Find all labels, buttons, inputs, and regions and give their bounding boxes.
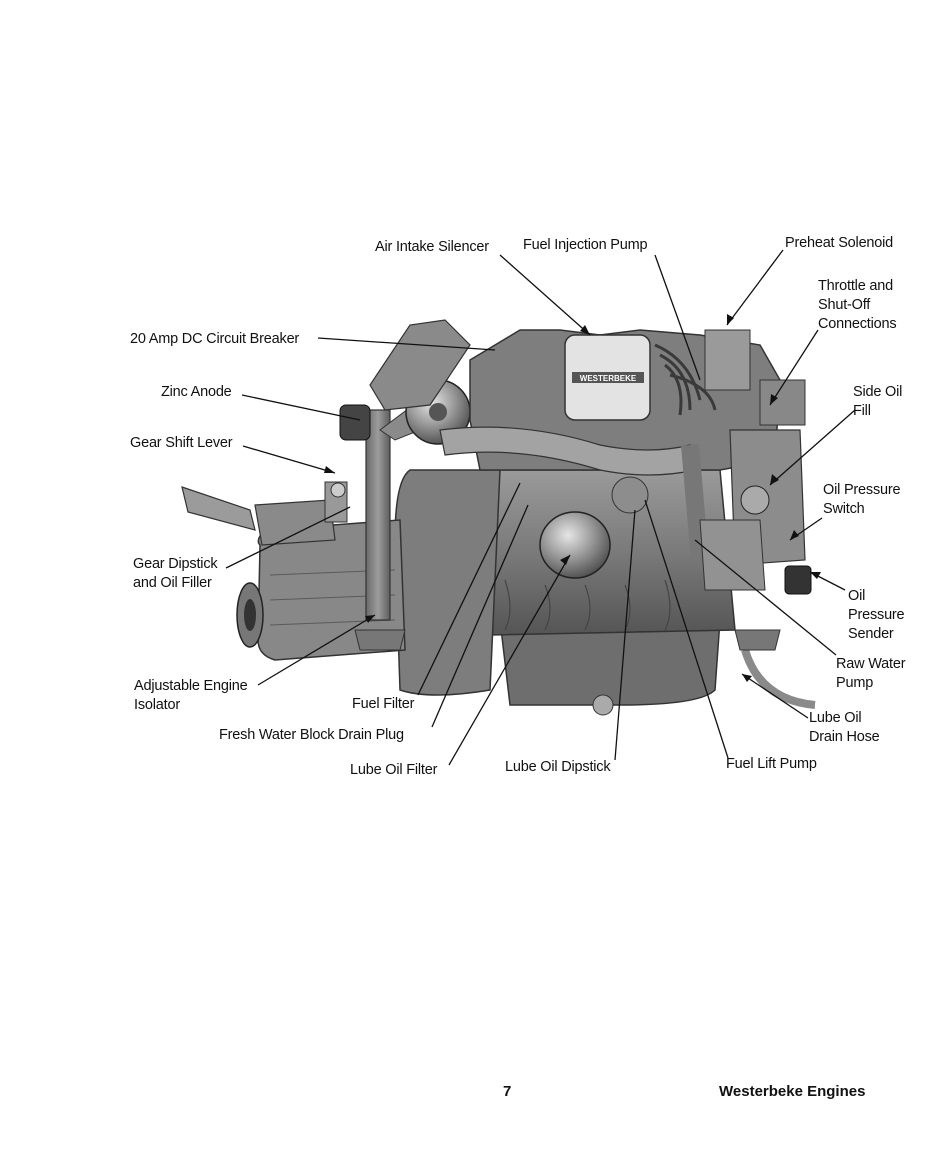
label-sender-line2: Pressure xyxy=(848,607,905,623)
label-side-oil-line1: Side Oil xyxy=(853,384,903,400)
label-side-oil-fill: Side Oil Fill xyxy=(853,383,902,421)
label-oil-pressure-switch: Oil Pressure Switch xyxy=(823,481,901,519)
label-lube-oil-drain-hose: Lube Oil Drain Hose xyxy=(809,709,880,747)
label-ops-line1: Oil Pressure xyxy=(823,482,901,498)
label-gear-dipstick-line1: Gear Dipstick xyxy=(133,556,218,572)
label-raw-water-line2: Pump xyxy=(836,675,874,691)
label-sender-line3: Sender xyxy=(848,626,894,642)
label-throttle-line3: Connections xyxy=(818,316,897,332)
engine-brand-plate: WESTERBEKE xyxy=(580,374,637,383)
label-preheat-solenoid: Preheat Solenoid xyxy=(785,235,894,251)
leader-arrowheads xyxy=(324,314,821,682)
label-throttle-shutoff: Throttle and Shut-Off Connections xyxy=(818,277,897,334)
label-throttle-line2: Shut-Off xyxy=(818,297,871,313)
label-throttle-line1: Throttle and xyxy=(818,278,893,294)
label-gear-dipstick: Gear Dipstick and Oil Filler xyxy=(133,555,218,593)
engine-illustration: WESTERBEKE xyxy=(181,319,816,716)
label-oil-pressure-sender: Oil Pressure Sender xyxy=(848,587,905,644)
label-fuel-injection-pump: Fuel Injection Pump xyxy=(523,237,648,253)
label-drain-hose-line2: Drain Hose xyxy=(809,729,880,745)
label-raw-water-pump: Raw Water Pump xyxy=(836,655,906,693)
label-side-oil-line2: Fill xyxy=(853,403,871,419)
label-sender-line1: Oil xyxy=(848,588,866,604)
label-fuel-lift-pump: Fuel Lift Pump xyxy=(726,756,817,772)
label-ops-line2: Switch xyxy=(823,501,865,517)
label-gear-dipstick-line2: and Oil Filler xyxy=(133,575,212,591)
footer-brand: Westerbeke Engines xyxy=(719,1083,866,1100)
label-lube-oil-dipstick: Lube Oil Dipstick xyxy=(505,759,611,775)
label-isolator-line2: Isolator xyxy=(134,697,180,713)
label-fuel-filter: Fuel Filter xyxy=(352,696,415,712)
label-raw-water-line1: Raw Water xyxy=(836,656,906,672)
label-isolator-line1: Adjustable Engine xyxy=(134,678,248,694)
label-adjustable-isolator: Adjustable Engine Isolator xyxy=(134,677,248,715)
label-gear-shift-lever: Gear Shift Lever xyxy=(130,435,233,451)
label-drain-hose-line1: Lube Oil xyxy=(809,710,862,726)
leader-lines xyxy=(225,249,856,766)
label-lube-oil-filter: Lube Oil Filter xyxy=(350,762,438,778)
page-number: 7 xyxy=(503,1083,512,1100)
label-air-intake-silencer: Air Intake Silencer xyxy=(375,239,489,255)
label-fresh-water-drain: Fresh Water Block Drain Plug xyxy=(219,727,404,743)
label-circuit-breaker: 20 Amp DC Circuit Breaker xyxy=(130,331,300,347)
label-zinc-anode: Zinc Anode xyxy=(161,384,232,400)
